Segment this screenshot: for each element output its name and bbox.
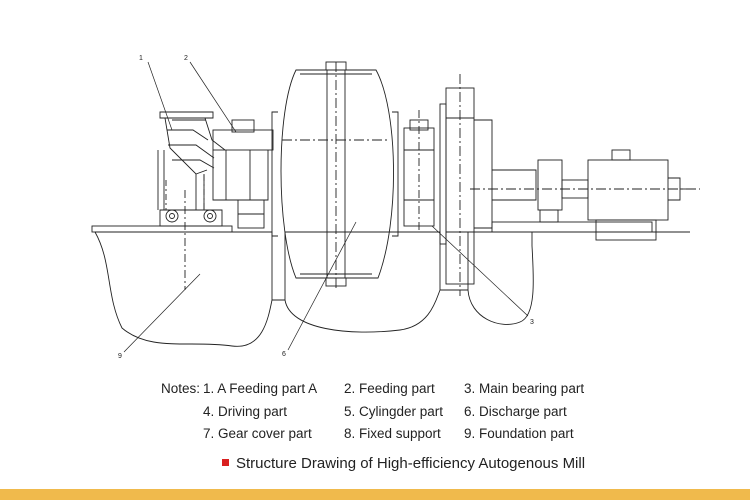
notes-row-3: 7. Gear cover part 8. Fixed support 9. F…	[0, 423, 750, 446]
main-bearing	[403, 110, 435, 232]
notes-label: Notes:	[161, 381, 201, 396]
callout-9: 9	[118, 353, 122, 360]
notes-legend: Notes: 1. A Feeding part A 2. Feeding pa…	[0, 378, 750, 446]
note-item-7: 7. Gear cover part	[203, 426, 312, 441]
callout-3: 3	[530, 319, 534, 326]
mill-cylinder	[271, 61, 399, 290]
callout-1: 1	[139, 55, 143, 62]
note-item-9: 9. Foundation part	[464, 426, 574, 441]
caption-text: Structure Drawing of High-efficiency Aut…	[236, 455, 586, 472]
note-item-2: 2. Feeding part	[344, 381, 435, 396]
feeding-chute	[157, 111, 226, 210]
callout-2: 2	[184, 55, 188, 62]
note-item-6: 6. Discharge part	[464, 403, 567, 419]
note-item-5: 5. Cylingder part	[344, 403, 444, 419]
foundation	[91, 190, 690, 347]
bullet-square-icon	[222, 459, 229, 466]
footer-bar	[0, 489, 750, 500]
note-item-1: 1. A Feeding part A	[203, 381, 318, 396]
note-item-3: 3. Main bearing part	[464, 381, 585, 396]
callout-6: 6	[282, 351, 286, 358]
figure-caption: Structure Drawing of High-efficiency Aut…	[222, 455, 585, 472]
discharge-part	[439, 74, 493, 296]
note-item-4: 4. Driving part	[203, 403, 288, 419]
note-item-8: 8. Fixed support	[344, 426, 441, 441]
notes-row-2: 4. Driving part 5. Cylingder part 6. Dis…	[0, 401, 750, 424]
feeding-part	[159, 119, 274, 229]
drive-train	[470, 149, 700, 241]
notes-row-1: Notes: 1. A Feeding part A 2. Feeding pa…	[0, 378, 750, 401]
leader-lines	[123, 61, 529, 353]
mill-structure-drawing: 1 2 3 6 9	[91, 55, 700, 360]
